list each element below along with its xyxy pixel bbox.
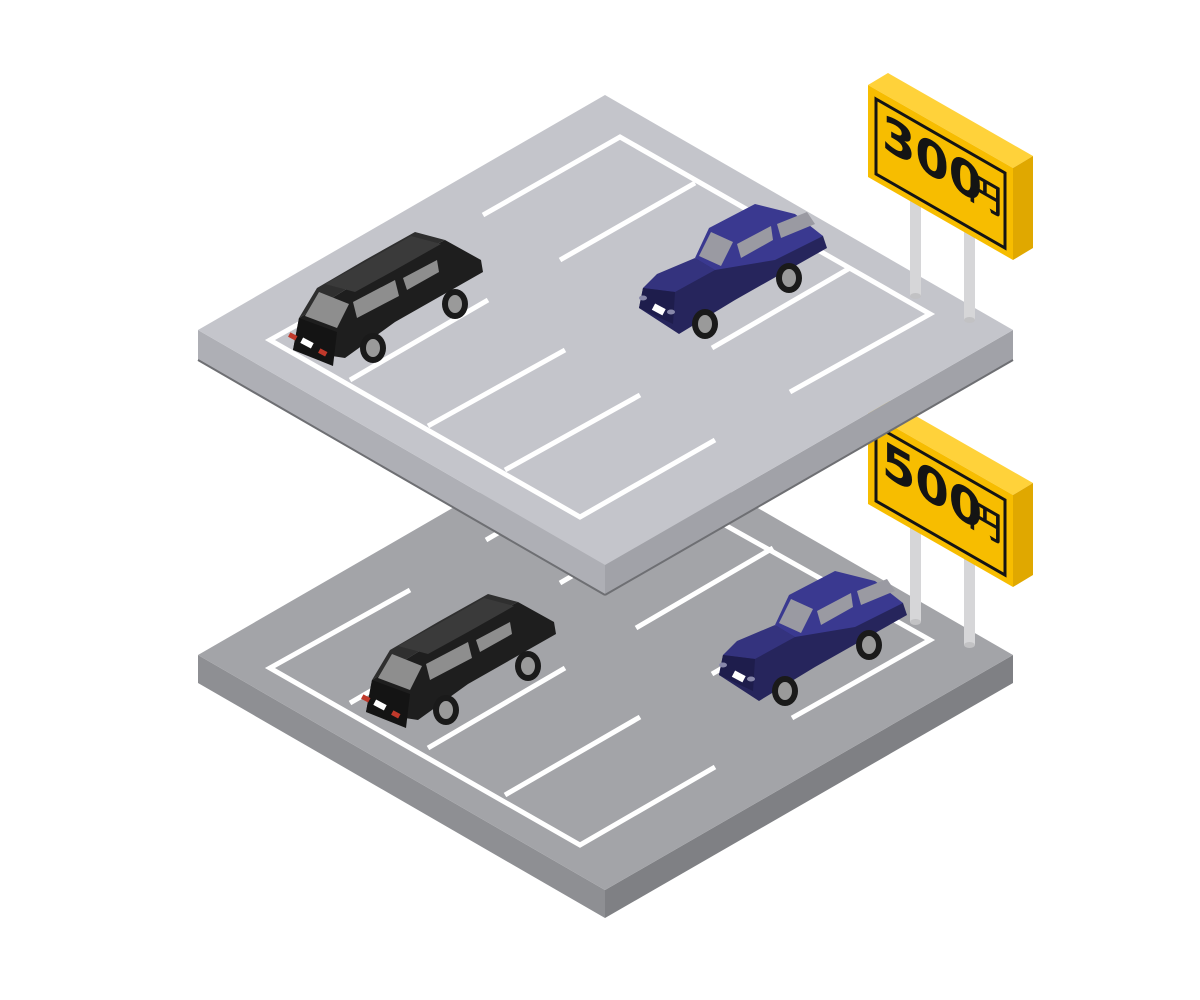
upper-price-sign: 300 円 — [868, 73, 1033, 323]
lower-sign-pole-right — [964, 550, 975, 645]
lower-slab-right-side — [605, 655, 1013, 918]
upper-sign-pole-right — [964, 226, 975, 320]
upper-slab-left-side — [198, 330, 605, 595]
upper-slab-top — [198, 95, 1013, 565]
upper-slab-right-side — [605, 330, 1013, 595]
lower-slab-top — [198, 420, 1013, 890]
upper-sign-pole-left — [910, 196, 921, 296]
lower-slab-left-side — [198, 655, 605, 918]
upper-level: 300 円 — [197, 73, 1033, 596]
lower-sign-pole-left — [910, 520, 921, 622]
lower-level: 500 円 — [198, 400, 1033, 918]
